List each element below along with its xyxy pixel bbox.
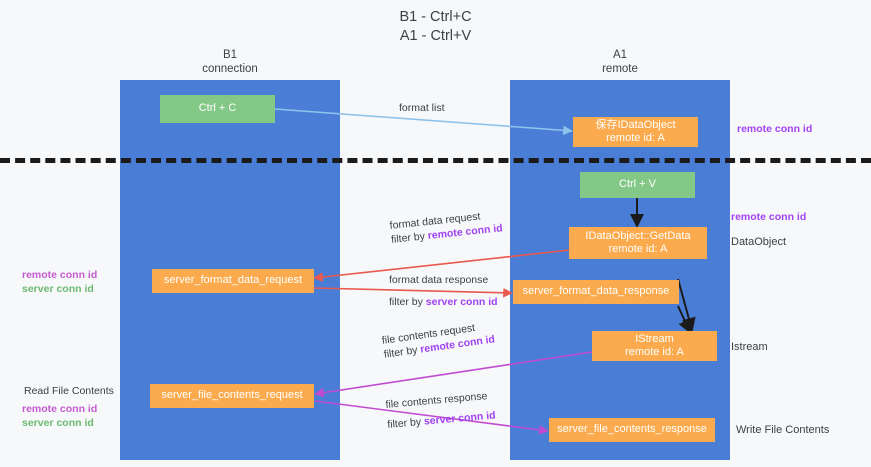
column-header-b1-role: connection: [202, 63, 258, 75]
edge-label-file-contents-request-filter-prefix: filter by: [383, 343, 422, 361]
right-note-write-file-contents: Write File Contents: [736, 424, 829, 436]
edge-label-format-list: format list: [399, 101, 445, 115]
node-server-format-data-response-label: server_format_data_response: [522, 285, 670, 298]
edge-label-format-data-response: format data response filter by server co…: [389, 273, 498, 309]
left-note-conn-ids-bottom: remote conn id server conn id: [22, 402, 97, 430]
node-idataobject-getdata[interactable]: IDataObject::GetData remote id: A: [569, 227, 707, 259]
node-server-file-contents-request[interactable]: server_file_contents_request: [150, 384, 314, 408]
left-note-conn-ids-bottom-server: server conn id: [22, 417, 94, 429]
edge-label-format-data-response-text: format data response: [389, 274, 489, 286]
left-note-read-file-contents-text: Read File Contents: [24, 385, 114, 397]
node-server-file-contents-request-label: server_file_contents_request: [161, 389, 303, 402]
left-note-conn-ids-bottom-remote: remote conn id: [22, 403, 98, 415]
column-header-a1-name: A1: [612, 49, 628, 61]
edge-label-file-contents-response-filter-key: server conn id: [423, 409, 497, 428]
right-note-remote-conn-id-mid: remote conn id: [731, 211, 806, 223]
node-idataobject-getdata-line-2: remote id: A: [608, 243, 668, 255]
column-header-a1: A1 remote: [510, 48, 730, 76]
column-header-b1-name: B1: [222, 49, 238, 61]
edge-label-file-contents-response: file contents response filter by server …: [385, 389, 496, 432]
right-note-dataobject: DataObject: [731, 236, 786, 248]
node-ctrl-v-label: Ctrl + V: [619, 178, 656, 191]
node-istream-line-1: IStream: [635, 332, 674, 345]
column-header-a1-role: remote: [602, 63, 638, 75]
edge-label-format-data-request-filter-prefix: filter by: [390, 230, 429, 246]
edge-label-format-data-request: format data request filter by remote con…: [389, 207, 503, 247]
node-save-idataobject-line-1: 保存IDataObject: [595, 118, 676, 131]
node-ctrl-c-label: Ctrl + C: [198, 102, 237, 115]
node-server-format-data-request[interactable]: server_format_data_request: [152, 269, 314, 293]
right-note-remote-conn-id-mid-text: remote conn id: [731, 211, 807, 223]
edge-label-file-contents-response-filter: filter by server conn id: [387, 408, 496, 431]
node-save-idataobject[interactable]: 保存IDataObject remote id: A: [573, 117, 698, 147]
left-note-conn-ids-mid-remote: remote conn id: [22, 269, 98, 281]
right-note-dataobject-text: DataObject: [731, 236, 787, 248]
right-note-istream: Istream: [731, 341, 768, 353]
node-server-format-data-request-label: server_format_data_request: [163, 274, 303, 287]
phase-separator-dashed-line: [0, 158, 871, 163]
node-server-format-data-response[interactable]: server_format_data_response: [513, 280, 679, 304]
node-idataobject-getdata-line-1: IDataObject::GetData: [585, 229, 691, 242]
node-server-file-contents-response-label: server_file_contents_response: [557, 423, 707, 436]
edge-label-file-contents-response-filter-prefix: filter by: [386, 415, 425, 431]
edge-label-format-data-response-filter-key: server conn id: [425, 296, 498, 308]
node-ctrl-c[interactable]: Ctrl + C: [160, 95, 275, 123]
edge-label-format-list-text: format list: [399, 102, 445, 114]
column-header-b1: B1 connection: [120, 48, 340, 76]
node-istream-line-2: remote id: A: [625, 346, 684, 358]
left-note-conn-ids-mid-server: server conn id: [22, 283, 94, 295]
diagram-title-line-1: B1 - Ctrl+C: [399, 9, 472, 25]
edge-label-file-contents-request: file contents request filter by remote c…: [381, 318, 496, 361]
left-note-read-file-contents: Read File Contents: [24, 384, 114, 398]
node-istream[interactable]: IStream remote id: A: [592, 331, 717, 361]
diagram-title: B1 - Ctrl+C A1 - Ctrl+V: [0, 8, 871, 46]
diagram-title-line-2: A1 - Ctrl+V: [399, 28, 472, 44]
right-note-istream-text: Istream: [731, 341, 768, 353]
edge-label-format-data-response-filter: filter by server conn id: [389, 295, 498, 309]
right-note-write-file-contents-text: Write File Contents: [736, 424, 830, 436]
edge-label-file-contents-response-text: file contents response: [385, 390, 488, 411]
edge-label-format-data-response-filter-prefix: filter by: [389, 296, 426, 308]
node-server-file-contents-response[interactable]: server_file_contents_response: [549, 418, 715, 442]
right-note-remote-conn-id-top: remote conn id: [737, 123, 812, 135]
node-ctrl-v[interactable]: Ctrl + V: [580, 172, 695, 198]
node-save-idataobject-line-2: remote id: A: [606, 132, 665, 144]
right-note-remote-conn-id-top-text: remote conn id: [737, 123, 813, 135]
left-note-conn-ids-mid: remote conn id server conn id: [22, 268, 97, 296]
